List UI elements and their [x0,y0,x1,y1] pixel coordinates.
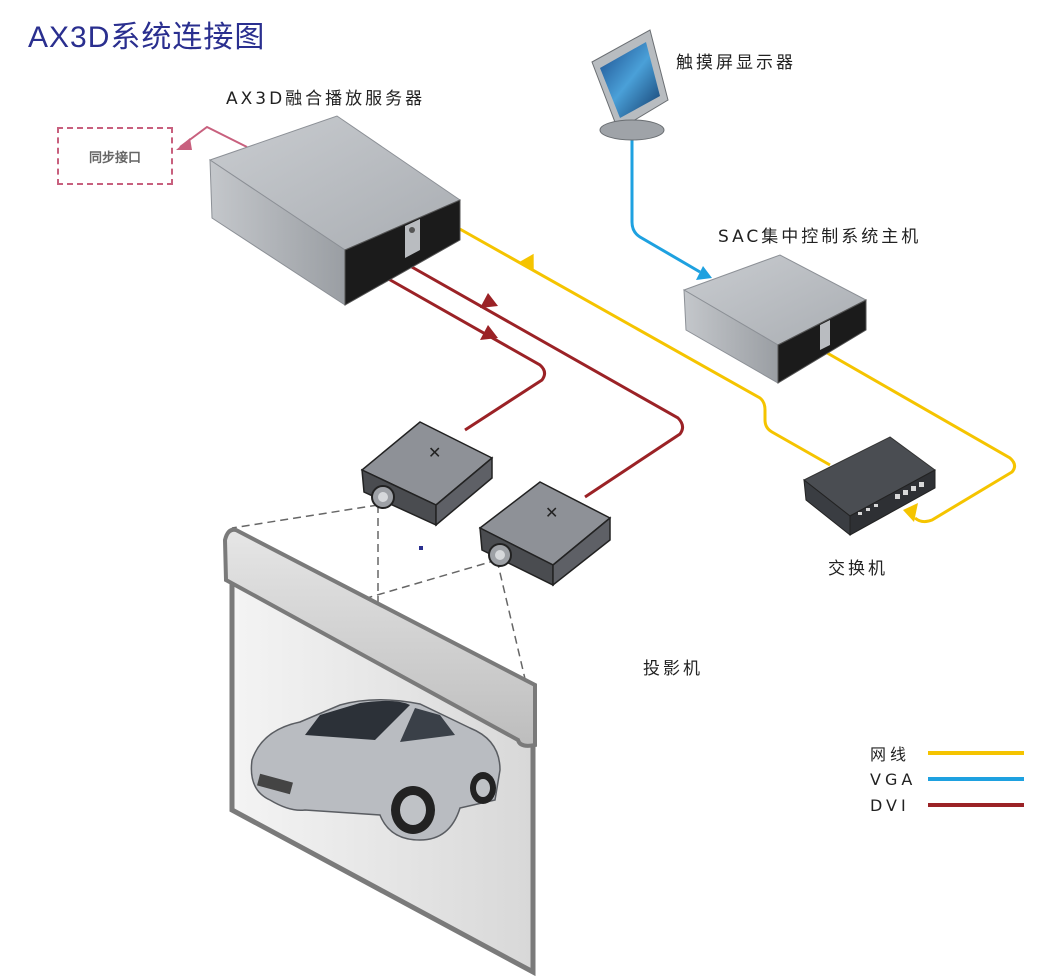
legend-item-network: 网线 [870,740,1024,766]
svg-text:✕: ✕ [545,503,558,522]
sac-host [682,254,868,384]
sync-arrowhead [176,138,192,150]
server-label: AX3D融合播放服务器 [226,89,426,109]
marker-dot [419,546,423,550]
legend-item-vga: VGA [870,766,1024,792]
projector-label: 投影机 [643,659,703,679]
dvi-line-projector-2 [402,260,685,499]
projection-lines [231,504,531,701]
legend-swatch-dvi [928,803,1024,807]
legend-label: DVI [870,795,910,815]
touchscreen-monitor [591,29,669,141]
diagram-title: AX3D系统连接图 [28,21,266,54]
network-line-sac-to-switch [821,348,1017,524]
network-arrowhead-server [518,253,534,270]
network-line-switch-to-server [457,226,831,467]
vga-arrowhead [696,266,712,280]
switch-label: 交换机 [828,559,888,579]
sac-host-label: SAC集中控制系统主机 [718,227,922,247]
legend-label: 网线 [870,745,911,764]
dvi-arrowhead-2 [480,293,498,308]
dvi-arrowhead-1 [480,325,498,340]
legend-item-dvi: DVI [870,792,1024,818]
dvi-line-projector-1 [384,275,547,432]
network-arrowhead-switch [903,503,918,522]
network-switch [803,436,936,537]
vga-line [630,140,701,274]
ax3d-server [208,115,462,306]
legend-swatch-vga [928,777,1024,781]
svg-text:✕: ✕ [428,443,441,462]
touchscreen-label: 触摸屏显示器 [676,53,796,73]
projector-2: ✕ [478,481,612,587]
car-image [250,699,501,841]
legend: 网线 VGA DVI [870,740,1024,818]
legend-swatch-network [928,751,1024,755]
legend-label: VGA [870,769,917,789]
sync-interface-box: 同步接口 [57,127,173,185]
sync-interface-label: 同步接口 [88,150,141,166]
projector-1: ✕ [360,421,494,527]
